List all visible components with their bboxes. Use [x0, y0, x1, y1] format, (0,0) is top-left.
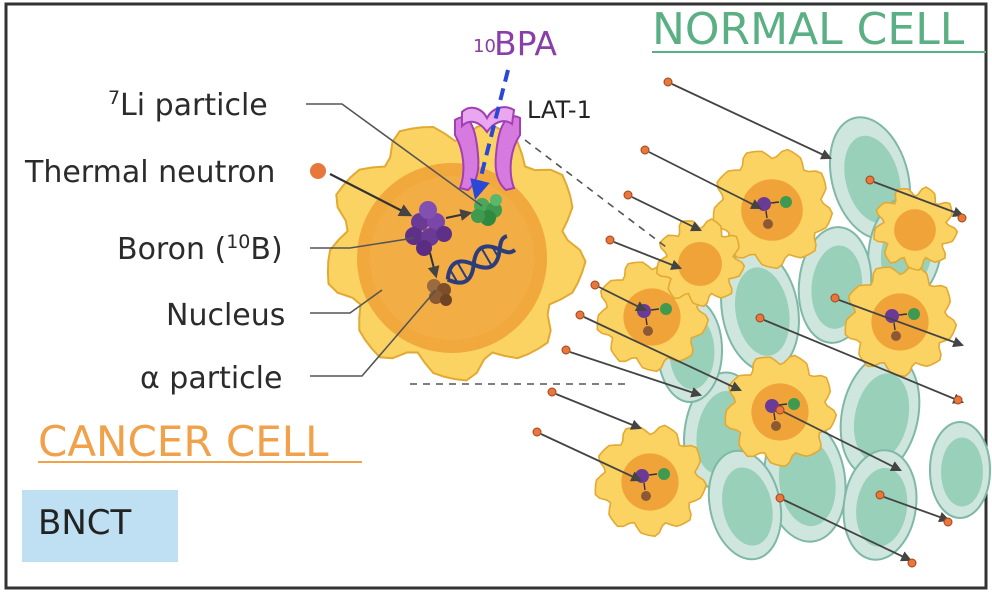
neutron-beam: [561, 345, 703, 398]
normal-cell: [842, 449, 918, 561]
boron-label: Boron (10B): [117, 231, 283, 267]
alpha-particle-icon: [763, 219, 773, 229]
alpha-particle-icon: [641, 491, 651, 501]
neutron-beam: [755, 313, 964, 404]
neutron-beam: [865, 175, 965, 218]
neutron-dot-icon: [623, 190, 633, 200]
li-particle-icon: [788, 398, 800, 410]
tissue-cluster: [532, 77, 991, 568]
neutron-beam: [532, 427, 642, 482]
li-superscript: 7: [108, 87, 120, 109]
neutron-beam: [775, 405, 902, 471]
lat1-label: LAT-1: [527, 96, 592, 124]
bnct-label: BNCT: [38, 503, 131, 543]
bpa-superscript: 10: [473, 36, 496, 57]
neutron-dot-icon: [590, 280, 600, 290]
normal-cell: [707, 449, 783, 561]
neutron-dot-icon: [875, 490, 885, 500]
nucleus-label: Nucleus: [166, 298, 285, 333]
cancer-cell-small: [873, 186, 959, 272]
neutron-dot-icon: [663, 77, 673, 87]
normal-cell: [929, 421, 991, 519]
cancer-cell-large: [326, 122, 587, 382]
neutron-dot-icon: [640, 145, 650, 155]
normal-cell-title: NORMAL CELL: [652, 4, 965, 55]
neutron-beam: [830, 293, 965, 348]
bnct-badge: [22, 490, 178, 562]
cancer-cell-title: CANCER CELL: [38, 417, 329, 466]
neutron-dot-icon: [830, 293, 840, 303]
cancer-cell-small: [712, 148, 834, 270]
frame-border: [4, 2, 988, 590]
neutron-beam: [547, 387, 643, 430]
alpha-particle-icon: [891, 331, 901, 341]
neutron-beam: [590, 280, 647, 311]
neutron-dot-icon: [775, 405, 785, 415]
neutron-dot-icon: [957, 213, 967, 223]
alpha-particle-icon: [643, 326, 653, 336]
neutron-dot-icon: [575, 310, 585, 320]
li-particle-icon: [660, 303, 672, 315]
boron-atom-icon: [757, 197, 771, 211]
neutron-beam: [640, 145, 762, 209]
neutron-dot-icon: [775, 493, 785, 503]
bpa-uptake-arrow: [470, 69, 510, 200]
neutron-beam: [605, 235, 683, 270]
li-particle-icon: [780, 196, 792, 208]
neutron-dot-icon: [561, 345, 571, 355]
neutron-beam: [575, 310, 742, 392]
neutron-dot-icon: [547, 387, 557, 397]
neutron-dot-icon: [943, 517, 953, 527]
neutron-beam: [663, 77, 832, 160]
thermal-neutron-label: Thermal neutron: [24, 155, 275, 190]
thermal-neutron-dot-icon: [310, 163, 326, 179]
li-particle-icon: [471, 194, 502, 226]
neutron-dot-icon: [865, 175, 875, 185]
neutron-dot-icon: [605, 235, 615, 245]
boron-atom-icon: [885, 309, 899, 323]
alpha-particle-icon: [771, 421, 781, 431]
neutron-beam: [775, 493, 912, 562]
dna-helix-icon: [445, 234, 517, 285]
li-particle-label: Li particle: [120, 88, 268, 123]
neutron-dot-icon: [532, 427, 542, 437]
neutron-dot-icon: [755, 313, 765, 323]
leader-lines: [306, 103, 483, 377]
neutron-beam: [875, 490, 951, 523]
neutron-beam: [623, 190, 702, 232]
cancer-cell-small: [594, 424, 708, 538]
boron-atom-icon: [765, 399, 779, 413]
li-particle-icon: [658, 468, 670, 480]
alpha-particle-label: α particle: [140, 361, 282, 396]
lat1-transporter-icon: [454, 106, 521, 192]
nucleus-inner: [370, 176, 534, 340]
boron-atom-icon: [405, 201, 452, 256]
cancer-cell-small: [656, 218, 746, 308]
zoom-line-top: [524, 139, 671, 251]
li-particle-icon: [908, 308, 920, 320]
bpa-label: BPA: [494, 24, 557, 63]
boron-atom-icon: [635, 469, 649, 483]
neutron-dot-icon: [907, 558, 917, 568]
neutron-dot-icon: [953, 395, 963, 405]
